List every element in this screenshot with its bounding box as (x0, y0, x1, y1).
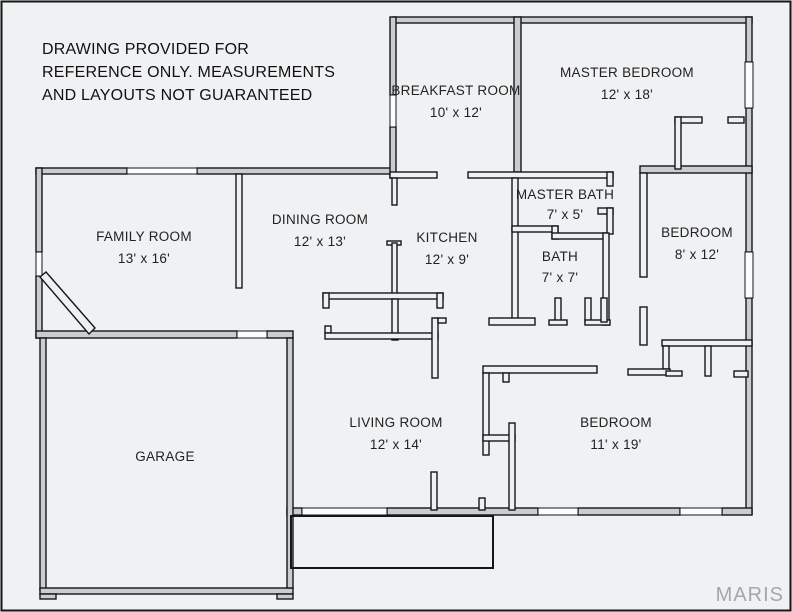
room-dims-breakfast: 10' x 12' (430, 105, 482, 120)
room-dims-bath: 7' x 7' (542, 270, 579, 285)
room-dims-master-bedroom: 12' x 18' (601, 87, 653, 102)
room-label-garage: GARAGE (135, 449, 195, 464)
watermark: MARIS (716, 584, 784, 606)
room-dims-kitchen: 12' x 9' (425, 252, 469, 267)
disclaimer: DRAWING PROVIDED FOR REFERENCE ONLY. MEA… (42, 41, 335, 104)
disclaimer-line-1: DRAWING PROVIDED FOR (42, 41, 249, 58)
walls-exterior (35, 16, 753, 600)
room-label-master-bedroom: MASTER BEDROOM (560, 65, 694, 80)
room-label-bath: BATH (542, 249, 578, 264)
room-label-dining-room: DINING ROOM (272, 212, 368, 227)
room-dims-bedroom-lower: 11' x 19' (590, 437, 641, 452)
porch-outline (290, 515, 494, 569)
room-label-living-room: LIVING ROOM (349, 415, 442, 430)
room-dims-dining-room: 12' x 13' (294, 234, 346, 249)
room-label-breakfast: BREAKFAST ROOM (391, 83, 520, 98)
room-label-master-bath: MASTER BATH (516, 187, 614, 202)
disclaimer-line-3: AND LAYOUTS NOT GUARANTEED (42, 87, 312, 104)
room-label-bedroom-right: BEDROOM (661, 225, 733, 240)
room-label-family-room: FAMILY ROOM (96, 229, 192, 244)
disclaimer-line-2: REFERENCE ONLY. MEASUREMENTS (42, 64, 335, 81)
walls-interior (39, 116, 753, 511)
room-dims-living-room: 12' x 14' (370, 437, 422, 452)
room-dims-bedroom-right: 8' x 12' (675, 247, 719, 262)
room-label-kitchen: KITCHEN (416, 230, 477, 245)
corner-diagonal-wall (39, 271, 96, 336)
room-labels: BREAKFAST ROOM 10' x 12' MASTER BEDROOM … (96, 65, 733, 464)
room-dims-family-room: 13' x 16' (118, 251, 170, 266)
room-dims-master-bath: 7' x 5' (547, 207, 584, 222)
room-label-bedroom-lower: BEDROOM (580, 415, 652, 430)
window-openings (35, 61, 754, 516)
